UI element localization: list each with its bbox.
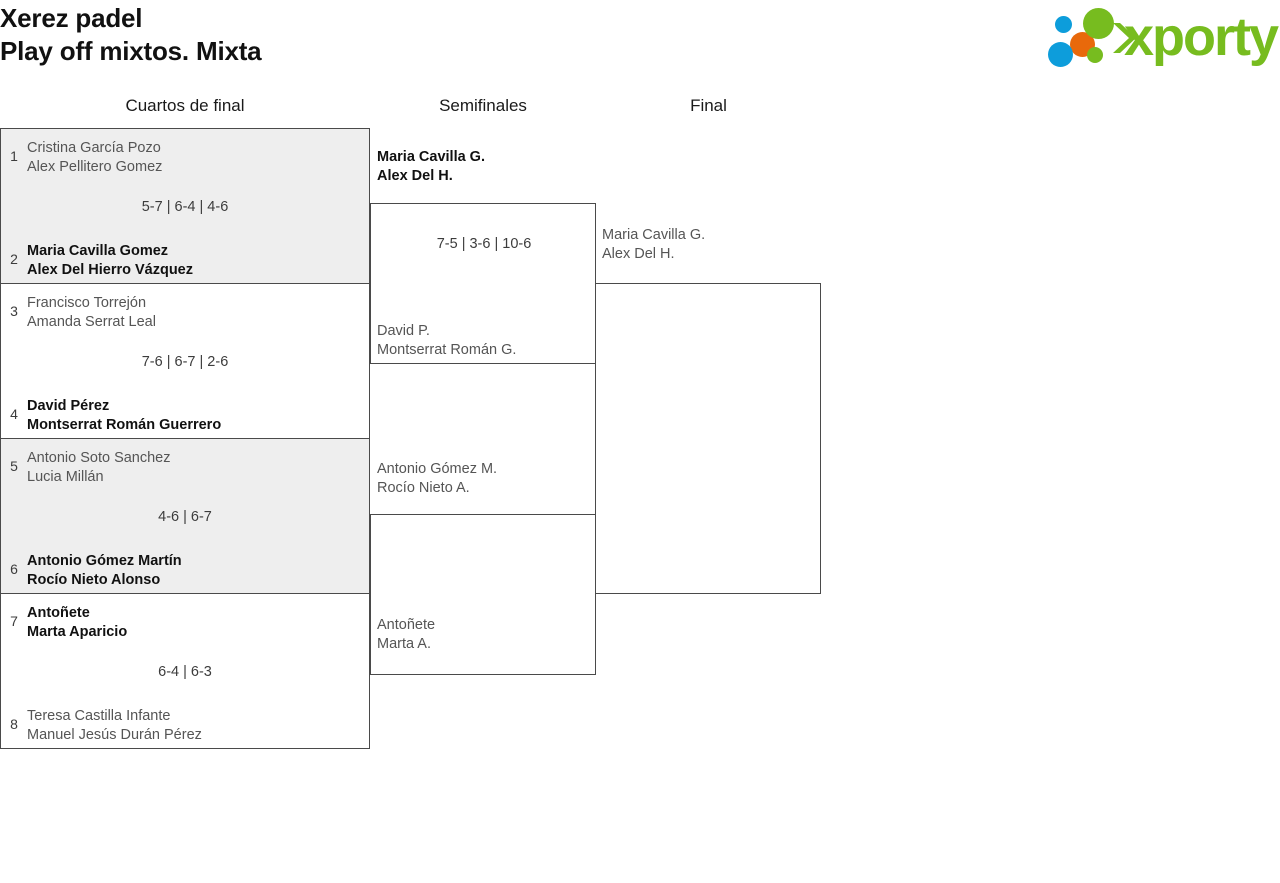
seed-number: 1: [10, 148, 18, 164]
match-score: 7-5 | 3-6 | 10-6: [436, 236, 532, 252]
seed-number: 4: [10, 406, 18, 422]
team-entry[interactable]: Maria Cavilla G. Alex Del H.: [377, 148, 485, 185]
logo-dot-green-small-icon: [1087, 47, 1103, 63]
player-name: Marta Aparicio: [27, 623, 128, 640]
team-entry[interactable]: Antoñete Marta Aparicio: [27, 604, 127, 641]
match-score: 5-7 | 6-4 | 4-6: [141, 199, 229, 215]
player-name: Alex Del Hierro Vázquez: [27, 261, 193, 278]
quarterfinal-match-3[interactable]: 5 Antonio Soto Sanchez Lucia Millán 4-6 …: [1, 439, 369, 594]
logo-dot-blue-large-icon: [1048, 42, 1073, 67]
round-header-quarterfinals: Cuartos de final: [125, 96, 245, 115]
seed-number: 8: [10, 716, 18, 732]
player-name: Rocío Nieto A.: [377, 479, 470, 496]
team-entry[interactable]: Antonio Gómez M. Rocío Nieto A.: [377, 460, 497, 497]
match-score: 4-6 | 6-7: [158, 509, 212, 525]
player-name: Rocío Nieto Alonso: [27, 571, 161, 588]
player-name: Amanda Serrat Leal: [27, 313, 156, 330]
player-name: Lucia Millán: [27, 468, 104, 485]
team-entry[interactable]: Francisco Torrejón Amanda Serrat Leal: [27, 294, 156, 331]
player-name: Maria Cavilla G.: [602, 227, 706, 243]
logo-dot-blue-small-icon: [1055, 16, 1072, 33]
player-name: Montserrat Román Guerrero: [27, 416, 222, 433]
seed-number: 5: [10, 458, 18, 474]
player-name: Cristina García Pozo: [27, 140, 161, 156]
player-name: Alex Del H.: [377, 167, 453, 184]
seed-number: 2: [10, 251, 18, 267]
team-entry[interactable]: Antonio Soto Sanchez Lucia Millán: [27, 449, 171, 486]
player-name: David Pérez: [27, 398, 110, 414]
team-entry[interactable]: Maria Cavilla Gomez Alex Del Hierro Vázq…: [27, 242, 193, 279]
team-entry[interactable]: Teresa Castilla Infante Manuel Jesús Dur…: [27, 707, 202, 744]
team-entry[interactable]: Antonio Gómez Martín Rocío Nieto Alonso: [27, 552, 182, 589]
team-entry[interactable]: Cristina García Pozo Alex Pellitero Gome…: [27, 139, 162, 176]
player-name: Antonio Soto Sanchez: [27, 450, 171, 466]
seed-number: 6: [10, 561, 18, 577]
round-header-semifinals: Semifinales: [439, 96, 527, 115]
team-entry[interactable]: Antoñete Marta A.: [377, 616, 435, 653]
logo-chevron-icon: [1113, 23, 1136, 53]
title-block: Xerez padel Play off mixtos. Mixta: [0, 2, 262, 68]
player-name: Marta A.: [377, 635, 431, 652]
player-name: Alex Pellitero Gomez: [27, 158, 163, 175]
player-name: Teresa Castilla Infante: [27, 708, 171, 724]
final-match-box[interactable]: [595, 283, 821, 594]
player-name: Antonio Gómez M.: [377, 461, 498, 477]
player-name: Francisco Torrejón: [27, 295, 147, 311]
seed-number: 7: [10, 613, 18, 629]
xporty-logo: xporty: [1046, 4, 1279, 70]
quarterfinal-match-4[interactable]: 7 Antoñete Marta Aparicio 6-4 | 6-3 8 Te…: [1, 594, 369, 749]
team-entry[interactable]: Maria Cavilla G. Alex Del H.: [602, 226, 705, 263]
player-name: Antonio Gómez Martín: [27, 553, 182, 569]
team-entry[interactable]: David Pérez Montserrat Román Guerrero: [27, 397, 221, 434]
logo-dot-green-large-icon: [1083, 8, 1114, 39]
tournament-name: Xerez padel: [0, 3, 143, 33]
player-name: Maria Cavilla G.: [377, 149, 485, 165]
player-name: Alex Del H.: [602, 245, 675, 262]
quarterfinal-match-1[interactable]: 1 Cristina García Pozo Alex Pellitero Go…: [1, 129, 369, 284]
quarterfinal-match-2[interactable]: 3 Francisco Torrejón Amanda Serrat Leal …: [1, 284, 369, 439]
tournament-subtitle: Play off mixtos. Mixta: [0, 36, 262, 66]
page-header: Xerez padel Play off mixtos. Mixta xport…: [0, 0, 1280, 80]
player-name: Antoñete: [377, 617, 436, 633]
round-header-final: Final: [690, 96, 727, 115]
quarterfinals-column: 1 Cristina García Pozo Alex Pellitero Go…: [0, 128, 370, 749]
player-name: Maria Cavilla Gomez: [27, 243, 169, 259]
player-name: Manuel Jesús Durán Pérez: [27, 726, 202, 743]
logo-wordmark: xporty: [1124, 7, 1279, 67]
player-name: Montserrat Román G.: [377, 341, 517, 358]
team-entry[interactable]: David P. Montserrat Román G.: [377, 322, 516, 359]
seed-number: 3: [10, 303, 18, 319]
semifinal-match-2-box[interactable]: [370, 514, 596, 675]
match-score: 6-4 | 6-3: [158, 664, 212, 680]
logo-dots-icon: [1046, 6, 1124, 68]
player-name: David P.: [377, 323, 430, 339]
player-name: Antoñete: [27, 605, 90, 621]
match-score: 7-6 | 6-7 | 2-6: [141, 354, 229, 370]
